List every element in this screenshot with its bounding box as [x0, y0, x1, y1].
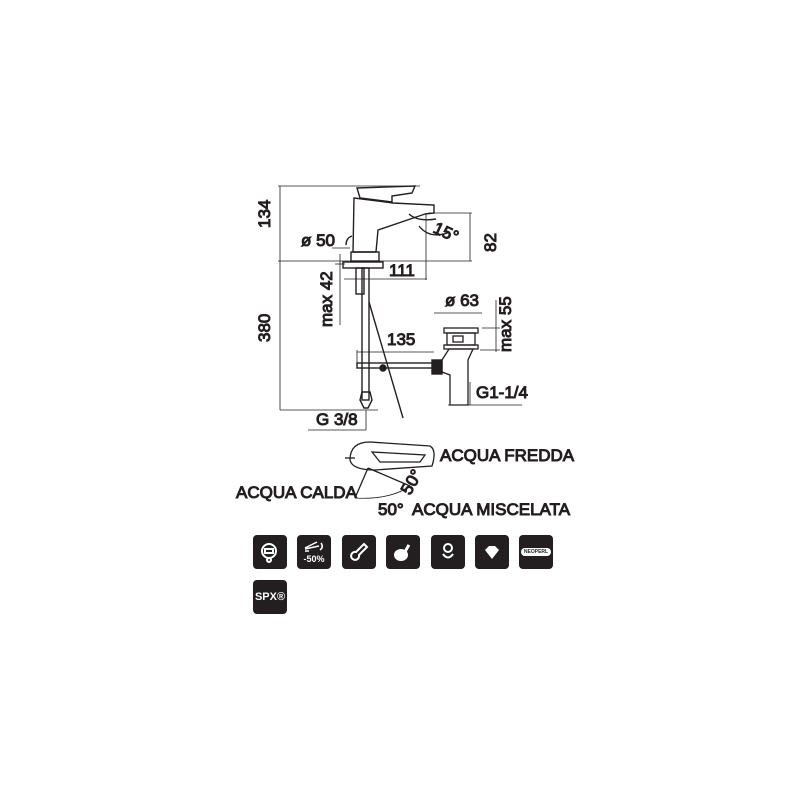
- base-diameter-label: ø 50: [301, 231, 335, 250]
- total-height-label: 134: [255, 200, 274, 228]
- drain-diameter-label: ø 63: [445, 291, 479, 310]
- diamond-icon: [475, 535, 509, 569]
- spout-reach-label: 111: [389, 261, 415, 280]
- cold-water-label: ACQUA FREDDA: [440, 446, 575, 465]
- diving-mask-icon: [253, 535, 287, 569]
- thermometer-icon: [342, 535, 376, 569]
- spx-icon: SPX®: [253, 580, 287, 614]
- hot-angle-label: 50°: [378, 500, 404, 519]
- spout-height-label: 82: [481, 233, 500, 252]
- drain-height-label: max 55: [496, 296, 515, 352]
- mixed-water-label: ACQUA MISCELATA: [412, 500, 571, 519]
- rod-length-label: 135: [387, 330, 415, 349]
- drumstick-icon: [386, 535, 420, 569]
- cold-angle-label: 50°: [397, 466, 426, 498]
- inlet-thread-label: G 3/8: [316, 410, 358, 429]
- neoperl-icon: NEOPERL: [519, 535, 553, 569]
- faucet-body: [342, 185, 451, 419]
- water-saving-icon: -50%: [297, 535, 331, 569]
- hot-water-label: ACQUA CALDA: [236, 483, 358, 502]
- cartridge-icon: [431, 535, 465, 569]
- spout-angle-label: 15°: [430, 218, 461, 246]
- drain-thread-label: G1-1/4: [476, 383, 528, 402]
- drain-assembly: [441, 327, 479, 406]
- hose-length-label: 380: [255, 314, 274, 342]
- handle-top-view: [345, 441, 435, 499]
- deck-thickness-label: max 42: [317, 271, 336, 327]
